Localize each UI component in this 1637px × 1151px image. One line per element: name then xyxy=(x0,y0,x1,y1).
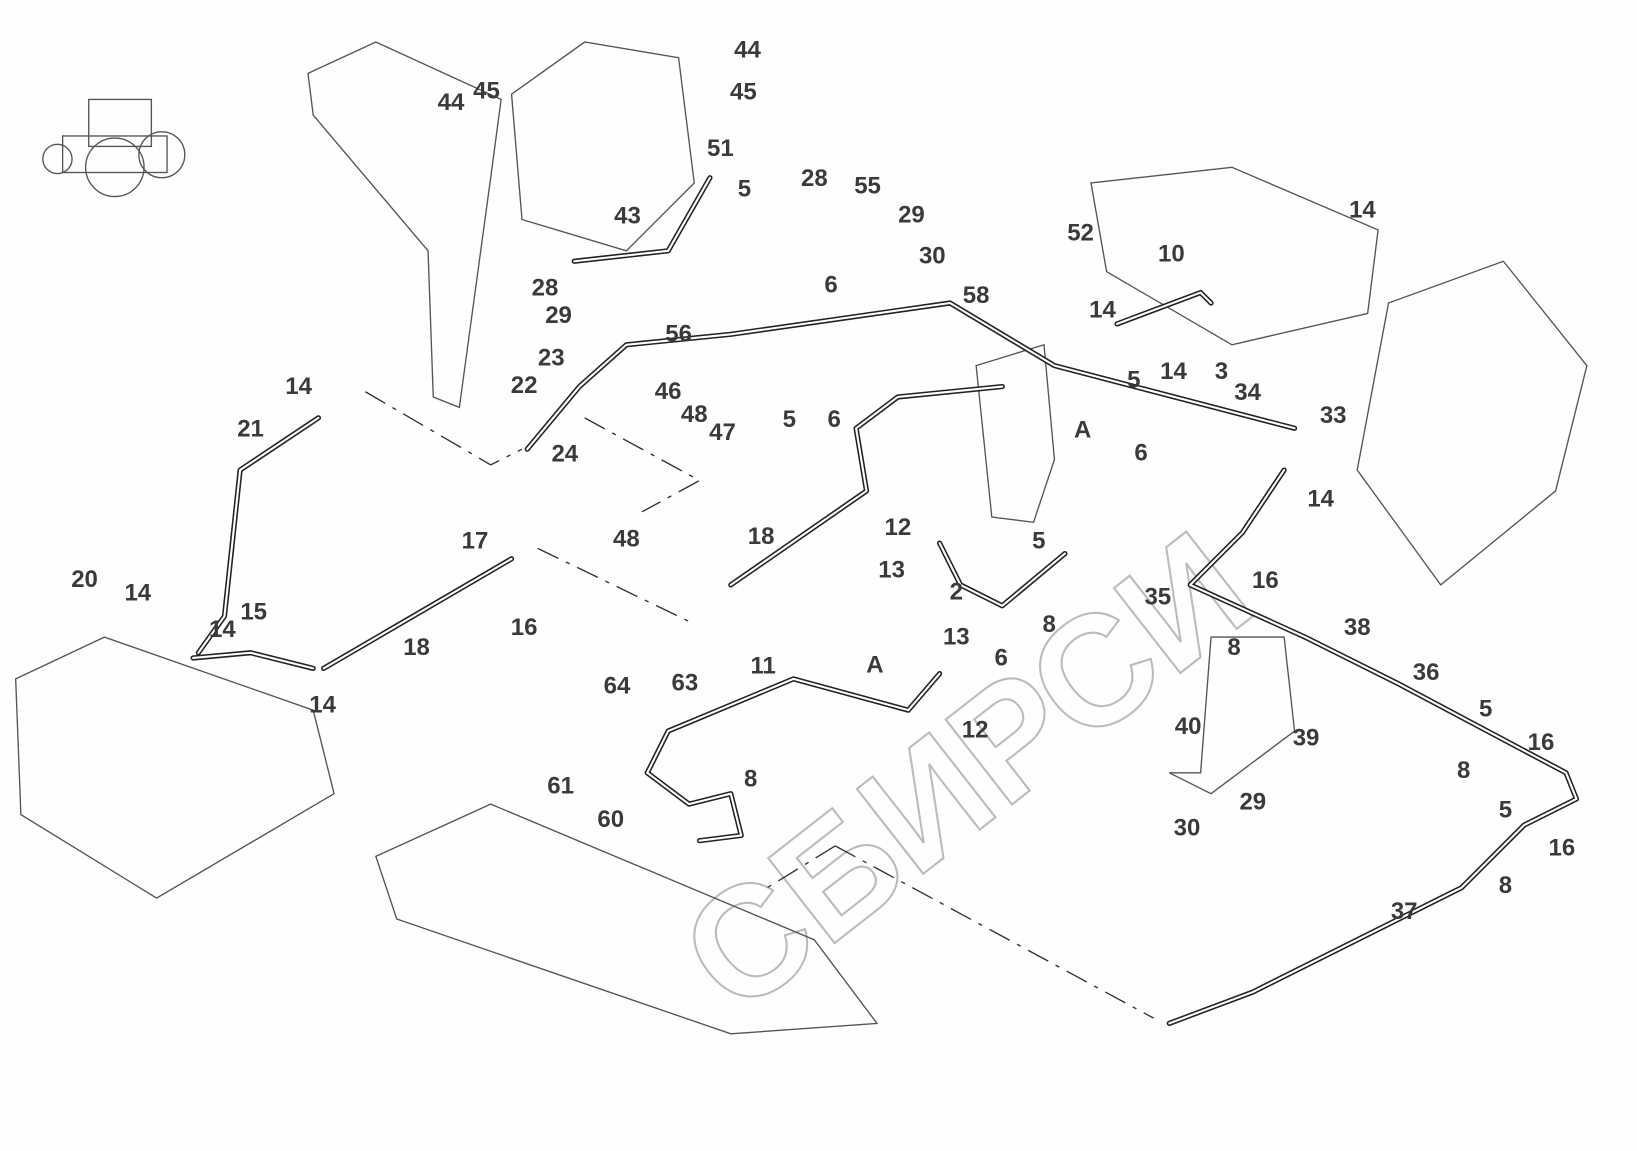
fuel-pipe xyxy=(571,175,713,264)
callout-label: 6 xyxy=(824,272,837,299)
callout-label: 24 xyxy=(551,441,578,468)
callout-label: 14 xyxy=(1349,196,1376,223)
callout-label: 51 xyxy=(707,135,734,162)
callout-label: 15 xyxy=(240,598,267,625)
fuel-pipe-highlight xyxy=(322,557,513,670)
fuel-pipe-highlight xyxy=(646,771,743,842)
callout-label: 30 xyxy=(919,242,946,269)
fuel-pipe-highlight xyxy=(526,301,1296,451)
fuel-pipe-highlight xyxy=(646,672,941,774)
callout-label: 5 xyxy=(1127,367,1140,394)
callout-label: 47 xyxy=(709,419,736,446)
callout-label: 61 xyxy=(547,773,574,800)
callout-label: 5 xyxy=(738,176,751,203)
callout-label: 45 xyxy=(473,77,500,104)
callout-label: 60 xyxy=(597,806,624,833)
callout-label: 48 xyxy=(613,525,640,552)
callout-label: 40 xyxy=(1175,713,1202,740)
callout-label: 55 xyxy=(854,172,881,199)
callout-label: 63 xyxy=(672,669,699,696)
callout-label: 6 xyxy=(995,644,1008,671)
callout-label: 13 xyxy=(943,623,970,650)
callout-label: 10 xyxy=(1158,240,1185,267)
dashed-leaders xyxy=(365,391,1154,1019)
callout-label: 18 xyxy=(403,634,430,661)
callout-label: 45 xyxy=(730,78,757,105)
callout-label: 43 xyxy=(614,203,641,230)
callout-label: 11 xyxy=(750,653,775,680)
callout-label: 23 xyxy=(538,345,565,372)
callout-label: 14 xyxy=(285,373,312,400)
callout-label: 16 xyxy=(1528,729,1555,756)
callout-label: 5 xyxy=(1499,797,1512,824)
callout-label: 28 xyxy=(801,165,828,192)
callout-label: 6 xyxy=(1134,440,1147,467)
callout-label: 14 xyxy=(1160,358,1187,385)
callout-label: 29 xyxy=(1239,788,1266,815)
fuel-pipe-highlight xyxy=(197,416,320,654)
callout-label: 12 xyxy=(962,716,989,743)
fuel-pipe-highlight xyxy=(1168,469,1578,1025)
callout-label: 44 xyxy=(734,37,761,64)
callout-label: 8 xyxy=(1499,872,1512,899)
callout-label: 8 xyxy=(1227,634,1240,661)
callout-label: 35 xyxy=(1144,584,1171,611)
callout-label: 39 xyxy=(1293,725,1320,752)
view-marker-label: A xyxy=(1074,417,1091,444)
callout-label: 30 xyxy=(1174,814,1201,841)
component-outlines xyxy=(14,41,1588,1035)
view-marker-label: A xyxy=(866,652,883,679)
callout-label: 3 xyxy=(1215,358,1228,385)
fuel-pipe-highlight xyxy=(1116,291,1213,325)
fuel-pipe xyxy=(190,650,316,672)
callout-label: 14 xyxy=(1307,486,1334,513)
fuel-pipe-highlight xyxy=(192,651,315,670)
fuel-pipe-highlight xyxy=(573,176,711,263)
callout-label: 22 xyxy=(511,372,538,399)
callout-label: 6 xyxy=(827,406,840,433)
callout-label: 64 xyxy=(604,672,631,699)
callout-label: 36 xyxy=(1413,659,1440,686)
callout-label: 48 xyxy=(681,401,708,428)
callout-label: 29 xyxy=(898,202,925,229)
callout-label: 33 xyxy=(1320,402,1347,429)
callout-label: 14 xyxy=(209,616,236,643)
callout-label: 18 xyxy=(748,523,775,550)
callout-label: 58 xyxy=(963,282,990,309)
callout-label: 5 xyxy=(1032,527,1045,554)
callout-label: 34 xyxy=(1234,379,1261,406)
callout-label: 38 xyxy=(1344,614,1371,641)
tractor-icon xyxy=(42,98,186,198)
callout-label: 14 xyxy=(124,580,151,607)
callout-label: 2 xyxy=(950,579,963,606)
callout-label: 37 xyxy=(1391,898,1418,925)
callout-label: 14 xyxy=(309,691,336,718)
callout-label: 44 xyxy=(438,89,465,116)
callout-label: 8 xyxy=(1043,611,1056,638)
callout-label: 13 xyxy=(878,557,905,584)
callout-label: 28 xyxy=(532,275,559,302)
callout-label: 16 xyxy=(1252,567,1279,594)
callout-label: 56 xyxy=(665,321,692,348)
callout-label: 5 xyxy=(1479,695,1492,722)
callout-label: 8 xyxy=(1457,757,1470,784)
callout-label: 20 xyxy=(71,566,98,593)
callout-label: 21 xyxy=(237,416,264,443)
callout-label: 14 xyxy=(1089,297,1116,324)
fuel-pipe-highlight xyxy=(938,542,1066,607)
fuel-lines xyxy=(190,175,1580,1026)
callout-label: 29 xyxy=(545,302,572,329)
callout-label: 52 xyxy=(1067,219,1094,246)
callout-label: 46 xyxy=(655,378,682,405)
callout-label: 16 xyxy=(511,614,538,641)
callout-label: 16 xyxy=(1548,834,1575,861)
callout-label: 5 xyxy=(783,406,796,433)
callout-label: 8 xyxy=(744,765,757,792)
callout-label: 17 xyxy=(462,527,489,554)
fuel-pipe-highlight xyxy=(729,385,1004,586)
callout-label: 12 xyxy=(884,514,911,541)
